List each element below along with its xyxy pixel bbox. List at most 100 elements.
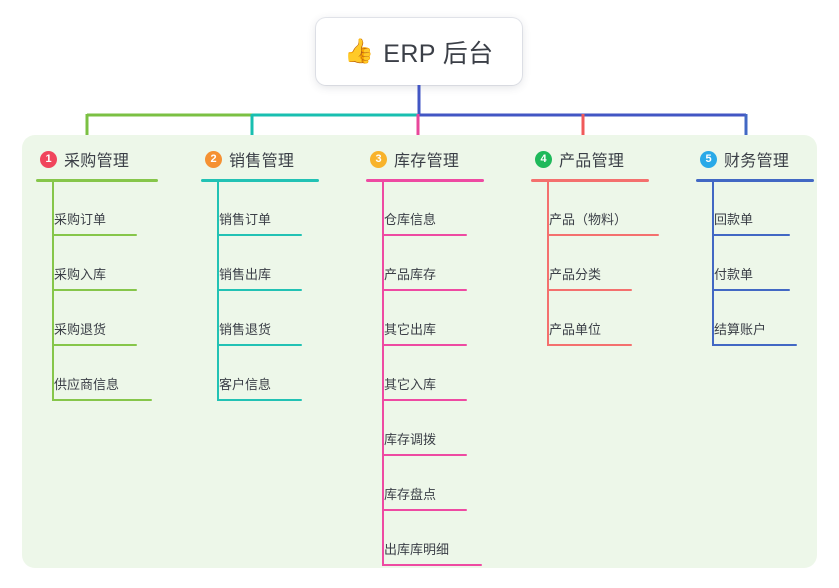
leaf-label: 产品库存 <box>384 267 437 282</box>
leaf-list: 销售订单销售出库销售退货客户信息 <box>187 181 352 401</box>
leaf-underline <box>382 564 482 566</box>
leaf-label: 销售订单 <box>219 212 272 227</box>
leaf-item[interactable]: 出库库明细 <box>352 511 517 566</box>
branch-number-badge: 4 <box>535 150 552 168</box>
leaf-list: 仓库信息产品库存其它出库其它入库库存调拨库存盘点出库库明细 <box>352 181 517 566</box>
branch-spine <box>547 181 549 346</box>
leaf-list: 回款单付款单结算账户 <box>682 181 839 346</box>
branch-spine <box>217 181 219 401</box>
branch-column-finance: 5 财务管理回款单付款单结算账户 <box>682 135 839 568</box>
leaf-label: 采购订单 <box>54 212 107 227</box>
branch-column-sales: 2 销售管理销售订单销售出库销售退货客户信息 <box>187 135 352 568</box>
leaf-label: 产品（物料） <box>549 212 628 227</box>
leaf-item[interactable]: 采购入库 <box>22 236 187 291</box>
leaf-item[interactable]: 销售出库 <box>187 236 352 291</box>
leaf-list: 产品（物料） 产品分类产品单位 <box>517 181 682 346</box>
leaf-item[interactable]: 结算账户 <box>682 291 839 346</box>
leaf-item[interactable]: 库存盘点 <box>352 456 517 511</box>
leaf-underline <box>712 289 790 291</box>
branch-title: 库存管理 <box>394 153 460 170</box>
leaf-underline <box>382 454 467 456</box>
root-title: ERP 后台 <box>383 39 494 68</box>
leaf-label: 销售退货 <box>219 322 272 337</box>
leaf-item[interactable]: 产品单位 <box>517 291 682 346</box>
branch-title: 财务管理 <box>724 153 790 170</box>
leaf-label: 结算账户 <box>714 322 767 337</box>
branch-underline <box>366 179 484 182</box>
leaf-item[interactable]: 采购退货 <box>22 291 187 346</box>
leaf-underline <box>382 234 467 236</box>
leaf-label: 产品分类 <box>549 267 602 282</box>
leaf-label: 库存盘点 <box>384 487 437 502</box>
leaf-item[interactable]: 采购订单 <box>22 181 187 236</box>
branch-header-finance[interactable]: 5 财务管理 <box>700 147 789 171</box>
branch-number-badge: 5 <box>700 150 717 168</box>
leaf-underline <box>52 234 137 236</box>
leaf-underline <box>712 234 790 236</box>
leaf-underline <box>547 344 632 346</box>
leaf-underline <box>217 234 302 236</box>
thumbs-up-icon: 👍 <box>344 37 375 65</box>
branches-card <box>22 135 817 568</box>
leaf-underline <box>217 344 302 346</box>
branch-number-badge: 3 <box>370 150 387 168</box>
branch-title: 销售管理 <box>229 153 295 170</box>
leaf-label: 出库库明细 <box>384 542 450 557</box>
leaf-item[interactable]: 产品分类 <box>517 236 682 291</box>
branch-spine <box>52 181 54 401</box>
leaf-item[interactable]: 销售退货 <box>187 291 352 346</box>
leaf-item[interactable]: 产品库存 <box>352 236 517 291</box>
leaf-underline <box>52 289 137 291</box>
leaf-label: 付款单 <box>714 267 754 282</box>
branch-underline <box>531 179 649 182</box>
branch-underline <box>201 179 319 182</box>
leaf-label: 其它入库 <box>384 377 437 392</box>
leaf-label: 产品单位 <box>549 322 602 337</box>
branch-underline <box>696 179 814 182</box>
branch-header-sales[interactable]: 2 销售管理 <box>205 147 294 171</box>
leaf-label: 采购退货 <box>54 322 107 337</box>
leaf-underline <box>382 344 467 346</box>
branch-underline <box>36 179 158 182</box>
branch-header-inventory[interactable]: 3 库存管理 <box>370 147 459 171</box>
branch-spine <box>382 181 384 566</box>
leaf-label: 回款单 <box>714 212 754 227</box>
leaf-item[interactable]: 其它入库 <box>352 346 517 401</box>
branch-spine <box>712 181 714 346</box>
leaf-item[interactable]: 供应商信息 <box>22 346 187 401</box>
leaf-underline <box>382 509 467 511</box>
branch-number-badge: 1 <box>40 150 57 168</box>
branch-column-inventory: 3 库存管理仓库信息产品库存其它出库其它入库库存调拨库存盘点出库库明细 <box>352 135 517 568</box>
branch-number-badge: 2 <box>205 150 222 168</box>
leaf-underline <box>712 344 797 346</box>
leaf-item[interactable]: 其它出库 <box>352 291 517 346</box>
leaf-underline <box>382 399 467 401</box>
leaf-item[interactable]: 仓库信息 <box>352 181 517 236</box>
leaf-underline <box>382 289 467 291</box>
leaf-item[interactable]: 付款单 <box>682 236 839 291</box>
leaf-item[interactable]: 客户信息 <box>187 346 352 401</box>
leaf-item[interactable]: 销售订单 <box>187 181 352 236</box>
leaf-underline <box>547 234 659 236</box>
leaf-underline <box>547 289 632 291</box>
leaf-label: 仓库信息 <box>384 212 437 227</box>
leaf-label: 库存调拨 <box>384 432 437 447</box>
leaf-label: 供应商信息 <box>54 377 120 392</box>
leaf-label: 销售出库 <box>219 267 272 282</box>
leaf-underline <box>52 399 152 401</box>
leaf-item[interactable]: 回款单 <box>682 181 839 236</box>
leaf-label: 客户信息 <box>219 377 272 392</box>
leaf-label: 采购入库 <box>54 267 107 282</box>
leaf-underline <box>217 289 302 291</box>
leaf-item[interactable]: 库存调拨 <box>352 401 517 456</box>
leaf-underline <box>52 344 137 346</box>
leaf-item[interactable]: 产品（物料） <box>517 181 682 236</box>
root-node[interactable]: 👍 ERP 后台 <box>316 18 522 85</box>
leaf-label: 其它出库 <box>384 322 437 337</box>
